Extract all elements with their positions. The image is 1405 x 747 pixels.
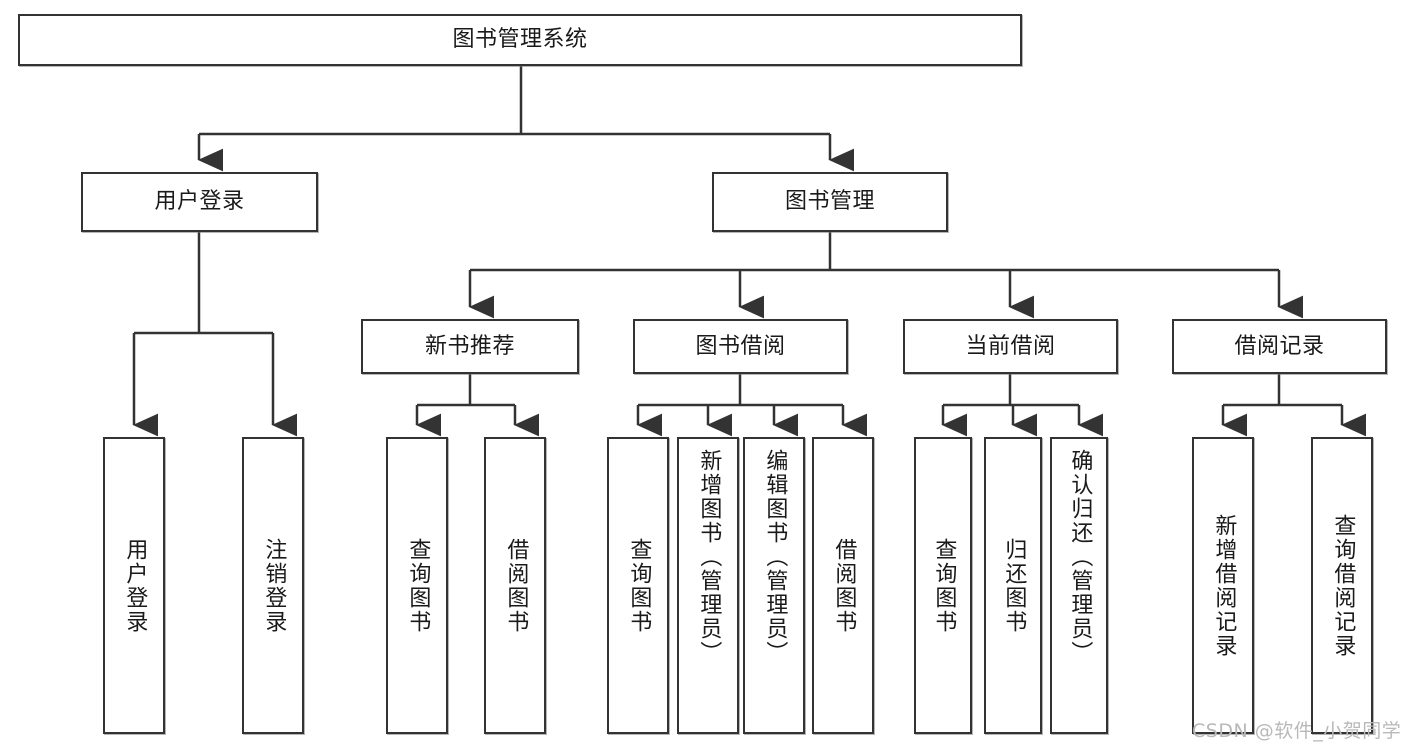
node-label: 借阅图书 bbox=[503, 537, 529, 634]
node-leaf-query-book-3[interactable]: 查询图书 bbox=[914, 437, 972, 734]
node-new-book-recommend[interactable]: 新书推荐 bbox=[361, 319, 579, 374]
node-leaf-user-login[interactable]: 用户登录 bbox=[103, 437, 165, 734]
node-label: 查询图书 bbox=[931, 537, 957, 634]
watermark-credit: CSDN @软件_小贺同学 bbox=[1192, 720, 1402, 742]
node-book-management[interactable]: 图书管理 bbox=[712, 172, 948, 232]
node-leaf-add-book-admin[interactable]: 新增图书（管理员） bbox=[677, 437, 739, 734]
node-leaf-borrow-book-2[interactable]: 借阅图书 bbox=[812, 437, 874, 734]
node-leaf-query-book-2[interactable]: 查询图书 bbox=[607, 437, 669, 734]
node-label: 确认归还（管理员） bbox=[1067, 449, 1093, 665]
node-book-borrow[interactable]: 图书借阅 bbox=[633, 319, 848, 374]
node-label: 编辑图书（管理员） bbox=[762, 449, 788, 665]
node-leaf-edit-book-admin[interactable]: 编辑图书（管理员） bbox=[743, 437, 805, 734]
node-leaf-return-book[interactable]: 归还图书 bbox=[984, 437, 1042, 734]
node-label: 图书管理 bbox=[784, 189, 875, 215]
node-label: 用户登录 bbox=[154, 189, 245, 215]
node-label: 用户登录 bbox=[122, 537, 148, 634]
node-user-login[interactable]: 用户登录 bbox=[81, 172, 318, 232]
node-label: 查询借阅记录 bbox=[1330, 513, 1356, 658]
node-label: 图书借阅 bbox=[695, 333, 786, 359]
node-label: 查询图书 bbox=[626, 537, 652, 634]
node-current-borrow[interactable]: 当前借阅 bbox=[903, 319, 1118, 374]
node-leaf-add-borrow-record[interactable]: 新增借阅记录 bbox=[1192, 437, 1254, 734]
node-label: 查询图书 bbox=[405, 537, 431, 634]
node-leaf-confirm-return-admin[interactable]: 确认归还（管理员） bbox=[1050, 437, 1108, 734]
node-leaf-borrow-book-1[interactable]: 借阅图书 bbox=[484, 437, 546, 734]
node-borrow-record[interactable]: 借阅记录 bbox=[1172, 319, 1387, 374]
node-title-system[interactable]: 图书管理系统 bbox=[18, 14, 1022, 66]
node-leaf-query-book-1[interactable]: 查询图书 bbox=[386, 437, 448, 734]
node-label: 新增借阅记录 bbox=[1211, 513, 1237, 658]
node-label: 新增图书（管理员） bbox=[696, 449, 722, 665]
node-label: 归还图书 bbox=[1001, 537, 1027, 634]
node-label: 借阅记录 bbox=[1234, 333, 1325, 359]
node-label: 借阅图书 bbox=[831, 537, 857, 634]
node-label: 当前借阅 bbox=[965, 333, 1056, 359]
node-leaf-logout[interactable]: 注销登录 bbox=[242, 437, 304, 734]
node-leaf-query-borrow-record[interactable]: 查询借阅记录 bbox=[1311, 437, 1373, 734]
node-label: 注销登录 bbox=[261, 537, 287, 634]
node-label: 图书管理系统 bbox=[452, 27, 588, 53]
node-label: 新书推荐 bbox=[424, 333, 515, 359]
